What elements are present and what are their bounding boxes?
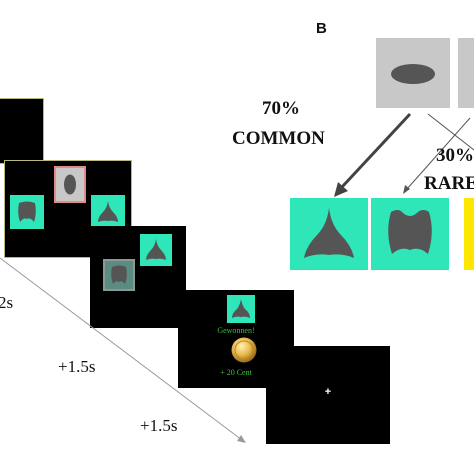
trial-screen-3 — [90, 226, 186, 328]
first-stage-option-2 — [458, 38, 474, 108]
feedback-amount: + 20 Cent — [220, 368, 252, 377]
common-percent: 70% — [262, 98, 300, 119]
first-stage-option — [376, 38, 450, 108]
second-stage-option-left — [10, 195, 44, 229]
second-stage-option-spade — [290, 198, 368, 270]
coin-icon — [231, 337, 257, 368]
arch-shape — [111, 265, 127, 284]
common-label: COMMON — [232, 128, 325, 149]
second-stage-option-arch — [371, 198, 449, 270]
oval-shape — [64, 174, 76, 195]
arch-shape — [388, 210, 432, 254]
arch-shape — [18, 201, 36, 222]
second-stage-option-yellow — [464, 198, 474, 270]
spade-shape — [304, 208, 354, 258]
first-stage-stimulus — [54, 166, 86, 203]
fixation-cross: + — [324, 386, 332, 398]
timing-label-1: 2s — [0, 293, 14, 312]
spade-shape — [146, 239, 166, 260]
trial-screen-2 — [4, 160, 132, 258]
feedback-stimulus — [227, 295, 255, 323]
timing-label-3: +1.5s — [140, 416, 178, 435]
second-stage-option-right — [91, 195, 125, 229]
oval-shape — [391, 64, 435, 84]
feedback-title: Gewonnen! — [217, 326, 255, 335]
spade-shape — [98, 201, 118, 222]
second-stage-unchosen — [103, 259, 135, 291]
panel-b-label: B — [316, 20, 327, 37]
rare-percent: 30% — [436, 145, 474, 166]
second-stage-chosen — [140, 234, 172, 266]
spade-shape — [232, 299, 250, 318]
timing-label-2: +1.5s — [58, 357, 96, 376]
trial-screen-1 — [0, 98, 44, 164]
rare-label: RARE — [424, 173, 474, 194]
trial-screen-fixation: + — [266, 346, 390, 444]
